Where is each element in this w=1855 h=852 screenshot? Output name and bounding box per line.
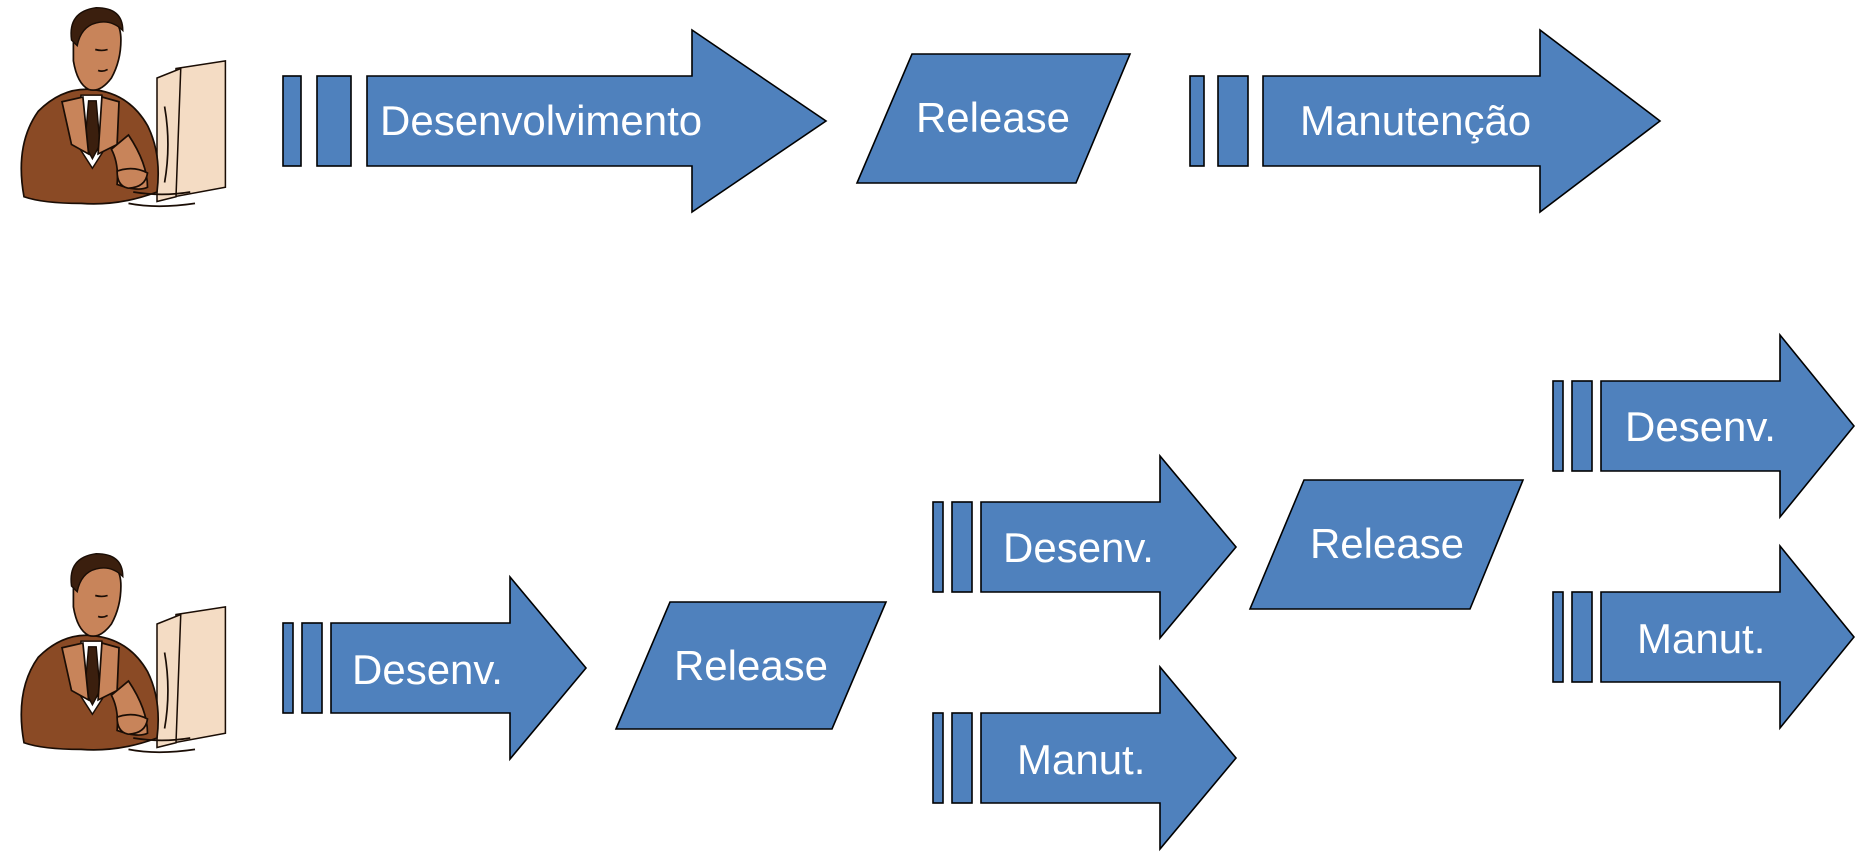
- release-label: Release: [916, 94, 1070, 141]
- release-label: Release: [1310, 520, 1464, 567]
- arrow-stripe-2: [316, 75, 352, 167]
- arrow-stripe-2: [951, 712, 973, 804]
- arrow-stripe-2: [1571, 380, 1593, 472]
- arrow-label: Manut.: [1637, 615, 1765, 662]
- release-parallelogram-2: Release: [1248, 479, 1525, 610]
- arrow-stripe-1: [1189, 75, 1205, 167]
- release-shape: [1248, 479, 1525, 610]
- arrow-desenv-main: Desenv.: [282, 574, 588, 762]
- arrow-label: Desenv.: [1003, 524, 1154, 571]
- arrow-label: Manutenção: [1300, 97, 1531, 144]
- arrow-stripe-2: [301, 622, 323, 714]
- release-shape: [614, 601, 888, 730]
- arrow-body: [980, 664, 1238, 852]
- arrow-stripe-1: [1552, 380, 1564, 472]
- arrow-label: Desenvolvimento: [380, 97, 702, 144]
- arrow-stripe-1: [932, 501, 944, 593]
- developer-icon-bottom: [20, 552, 227, 754]
- release-label: Release: [674, 642, 828, 689]
- arrow-body: [980, 453, 1238, 641]
- arrow-body: [1262, 28, 1662, 214]
- arrow-body: [366, 28, 828, 214]
- arrow-stripe-2: [951, 501, 973, 593]
- release-shape: [855, 53, 1132, 184]
- arrow-label: Manut.: [1017, 736, 1145, 783]
- arrow-desenvolvimento: Desenvolvimento: [282, 28, 828, 214]
- arrow-manutencao: Manutenção: [1189, 28, 1662, 214]
- arrow-body: [330, 574, 588, 762]
- release-parallelogram-top: Release: [855, 53, 1132, 184]
- arrow-stripe-1: [282, 75, 302, 167]
- arrow-body: [1600, 332, 1855, 520]
- arrow-label: Desenv.: [1625, 403, 1776, 450]
- arrow-stripe-1: [282, 622, 294, 714]
- arrow-stripe-2: [1217, 75, 1249, 167]
- arrow-manut-branch-a: Manut.: [932, 664, 1238, 852]
- arrow-desenv-branch-b: Desenv.: [1552, 332, 1855, 520]
- arrow-manut-branch-b: Manut.: [1552, 543, 1855, 731]
- arrow-stripe-2: [1571, 591, 1593, 683]
- arrow-body: [1600, 543, 1855, 731]
- arrow-stripe-1: [1552, 591, 1564, 683]
- developer-icon-top: [20, 6, 227, 208]
- arrow-desenv-branch-a: Desenv.: [932, 453, 1238, 641]
- release-parallelogram-1: Release: [614, 601, 888, 730]
- arrow-stripe-1: [932, 712, 944, 804]
- arrow-label: Desenv.: [352, 646, 503, 693]
